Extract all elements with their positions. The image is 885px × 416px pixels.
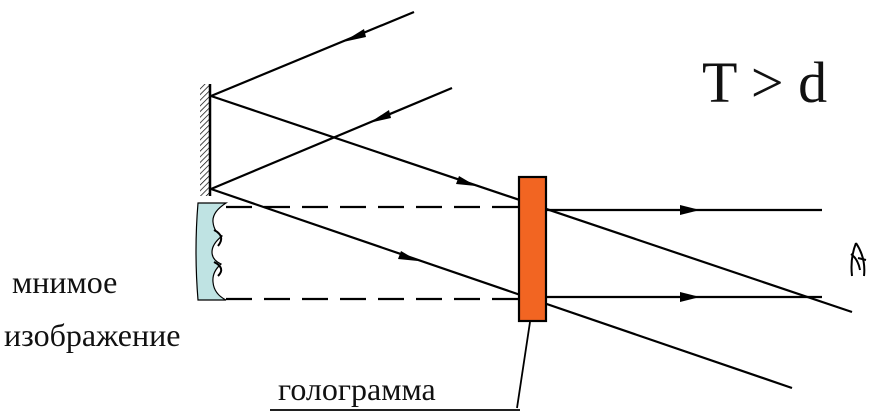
dashed-lines	[226, 205, 518, 301]
object-hatching	[200, 84, 210, 196]
hologram-leader-line	[516, 321, 531, 409]
formula-text: T > d	[702, 50, 827, 115]
incoming-ray-2	[210, 86, 453, 191]
incoming-ray-1	[210, 10, 415, 98]
hologram-label: голограмма	[278, 371, 436, 407]
arrowhead-ray-1	[456, 176, 476, 186]
arrowhead-reconstructed-bottom	[680, 292, 700, 302]
ray-object-bottom	[210, 187, 793, 390]
virtual-image-marks	[213, 229, 223, 277]
incoming-arrowheads	[343, 29, 391, 123]
virtual-image-label-line2: изображение	[4, 317, 180, 353]
arrowhead-reconstructed-top	[680, 205, 700, 215]
eye-icon	[850, 242, 867, 277]
arrowhead-ray-2	[398, 251, 418, 261]
object-mirror	[200, 84, 212, 196]
arrowhead-incoming-2	[369, 110, 391, 123]
virtual-image-shape	[195, 202, 229, 301]
arrowhead-incoming-1	[343, 29, 366, 42]
diverging-arrowheads	[398, 176, 476, 261]
virtual-image-label-line1: мнимое	[12, 264, 117, 300]
incoming-rays	[210, 10, 453, 191]
reconstructed-arrowheads	[680, 205, 700, 302]
hologram-plate	[517, 175, 548, 323]
